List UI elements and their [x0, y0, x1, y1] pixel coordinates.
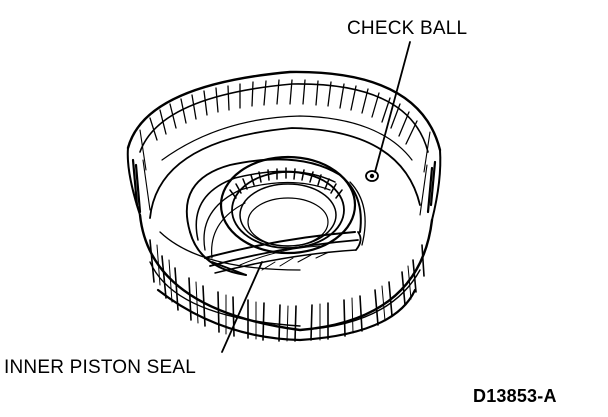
- inner-hub: [219, 155, 357, 255]
- piston-rings: [185, 158, 366, 276]
- check-ball-leader: [374, 41, 411, 173]
- band-vertical-splines: [149, 239, 425, 342]
- figure-id-label: D13853-A: [473, 386, 557, 406]
- piston-seal-leader: [221, 261, 263, 353]
- inner-piston-seal-label: INNER PISTON SEAL: [4, 357, 197, 378]
- drum-outer-band: [138, 213, 434, 342]
- inner-piston-seal: [204, 231, 362, 276]
- check-ball: [365, 170, 379, 182]
- drum-inner-floor: [149, 115, 421, 271]
- check-ball-label: CHECK BALL: [347, 18, 468, 39]
- rim-spline-teeth: [131, 79, 437, 216]
